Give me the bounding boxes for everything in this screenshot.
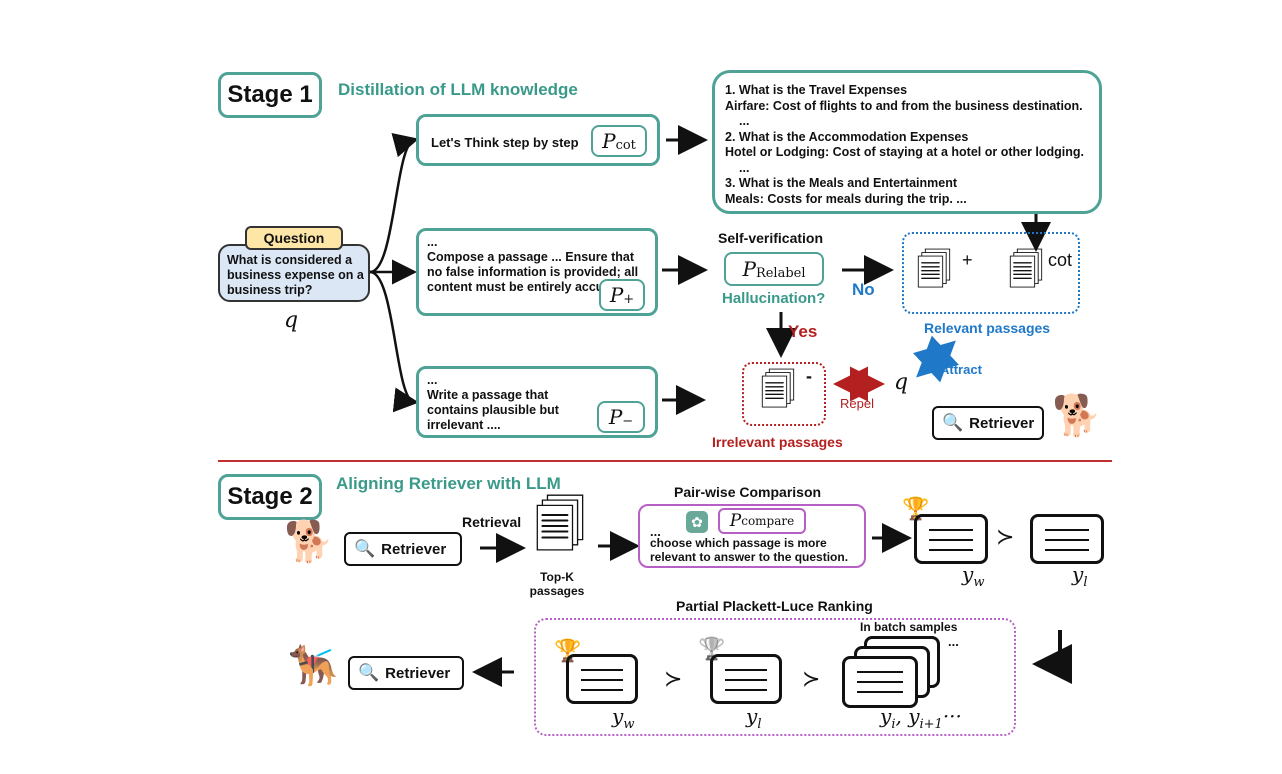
topk-label: Top-K passages <box>529 570 585 598</box>
document-stack-icon: 🗐 <box>916 249 952 290</box>
chatgpt-icon: ✿ <box>686 511 708 533</box>
hallucination-label: Hallucination? <box>722 290 826 307</box>
stage2-label: Stage 2 <box>218 474 322 520</box>
prompt-cot-text: Let's Think step by step <box>431 135 579 150</box>
compare-text: choose which passage is more relevant to… <box>650 536 849 564</box>
q-symbol-right: q <box>894 370 909 395</box>
pl-box <box>534 618 1016 736</box>
relevant-label: Relevant passages <box>924 320 1051 336</box>
cot-line: ... <box>739 114 750 128</box>
dog-icon: 🐕 <box>1052 394 1102 438</box>
cot-output-box: 1. What is the Travel Expenses Airfare: … <box>712 70 1102 214</box>
cot-line: Airfare: Cost of flights to and from the… <box>725 98 1083 113</box>
attract-label: Attract <box>940 362 982 377</box>
document-stack-icon: 🗐 <box>1008 249 1044 290</box>
yl-label: yl <box>1072 562 1088 590</box>
loser-bubble <box>1030 514 1104 564</box>
succ-symbol: ≻ <box>996 524 1015 549</box>
document-stack-icon: 🗐 <box>534 497 586 555</box>
relevant-plus-sup: + <box>962 250 973 270</box>
pl-title: Partial Plackett-Luce Ranking <box>676 598 873 614</box>
winner-bubble <box>914 514 988 564</box>
question-text: What is considered a business expense on… <box>227 253 364 297</box>
cot-output-lines: 1. What is the Travel Expenses Airfare: … <box>725 83 1084 207</box>
irrelevant-label: Irrelevant passages <box>712 434 843 450</box>
question-label: Question <box>245 226 343 250</box>
yi-label: yi, yi+1··· <box>880 704 962 732</box>
relevant-passages-box <box>902 232 1080 314</box>
dog-icon: 🐕‍🦺 <box>288 644 338 688</box>
irrelevant-sup: - <box>806 366 812 386</box>
prompt-minus-box: ... Write a passage that contains plausi… <box>416 366 658 438</box>
dog-icon: 🐕 <box>284 520 334 564</box>
stage2-title: Aligning Retriever with LLM <box>336 474 561 493</box>
retriever-final: 🔍 Retriever <box>348 656 464 690</box>
repel-label: Repel <box>840 396 874 411</box>
pl-yw-label: yw <box>612 704 635 732</box>
cot-line: Meals: Costs for meals during the trip. … <box>725 191 967 206</box>
retriever-stage1: 🔍 Retriever <box>932 406 1044 440</box>
search-icon: 🔍 <box>358 663 380 682</box>
pairwise-title: Pair-wise Comparison <box>674 484 822 500</box>
no-label: No <box>852 280 875 299</box>
retriever-stage2: 🔍 Retriever <box>344 532 462 566</box>
batch-bubble-front <box>842 656 918 708</box>
compare-dots: ... <box>650 524 661 539</box>
succ-symbol: ≻ <box>664 666 683 691</box>
search-icon: 🔍 <box>354 539 376 558</box>
q-symbol-left: q <box>284 308 299 333</box>
cot-line: Hotel or Lodging: Cost of staying at a h… <box>725 145 1085 159</box>
inbatch-dots: ... <box>948 634 959 649</box>
attract-arrow <box>912 335 960 383</box>
prompt-minus-text: ... Write a passage that contains plausi… <box>427 373 559 432</box>
question-box: What is considered a business expense on… <box>218 244 370 302</box>
stage1-label: Stage 1 <box>218 72 322 118</box>
inbatch-label: In batch samples <box>860 620 958 634</box>
prompt-plus-box: ... Compose a passage ... Ensure that no… <box>416 228 658 316</box>
document-stack-icon: 🗐 <box>760 369 796 410</box>
relevant-cot-sup: cot <box>1048 250 1073 270</box>
retriever-label: Retriever <box>381 540 447 558</box>
fan-arrow-minus <box>369 270 419 413</box>
cot-line: 3. What is the Meals and Entertainment <box>725 176 957 190</box>
prompt-minus-symbol: P− <box>597 401 645 433</box>
pl-second-bubble <box>710 654 782 704</box>
fan-arrow-cot <box>369 133 419 274</box>
cot-line: 1. What is the Travel Expenses <box>725 83 908 97</box>
cot-line: 2. What is the Accommodation Expenses <box>725 129 969 144</box>
pl-yl-label: yl <box>746 704 762 732</box>
self-verification-label: Self-verification <box>718 230 824 246</box>
search-icon: 🔍 <box>942 413 964 432</box>
succ-symbol: ≻ <box>802 666 821 691</box>
pl-winner-bubble <box>566 654 638 704</box>
retriever-label: Retriever <box>385 664 451 682</box>
yes-label: Yes <box>788 322 818 341</box>
stage1-title: Distillation of LLM knowledge <box>338 80 578 99</box>
cot-line: ... <box>739 160 750 175</box>
prompt-plus-symbol: P+ <box>599 279 645 311</box>
hook-arrow <box>1032 630 1072 684</box>
retrieval-label: Retrieval <box>462 514 522 530</box>
yw-label: yw <box>962 562 985 590</box>
irrelevant-passages-box <box>742 362 826 426</box>
retriever-label: Retriever <box>969 414 1035 432</box>
